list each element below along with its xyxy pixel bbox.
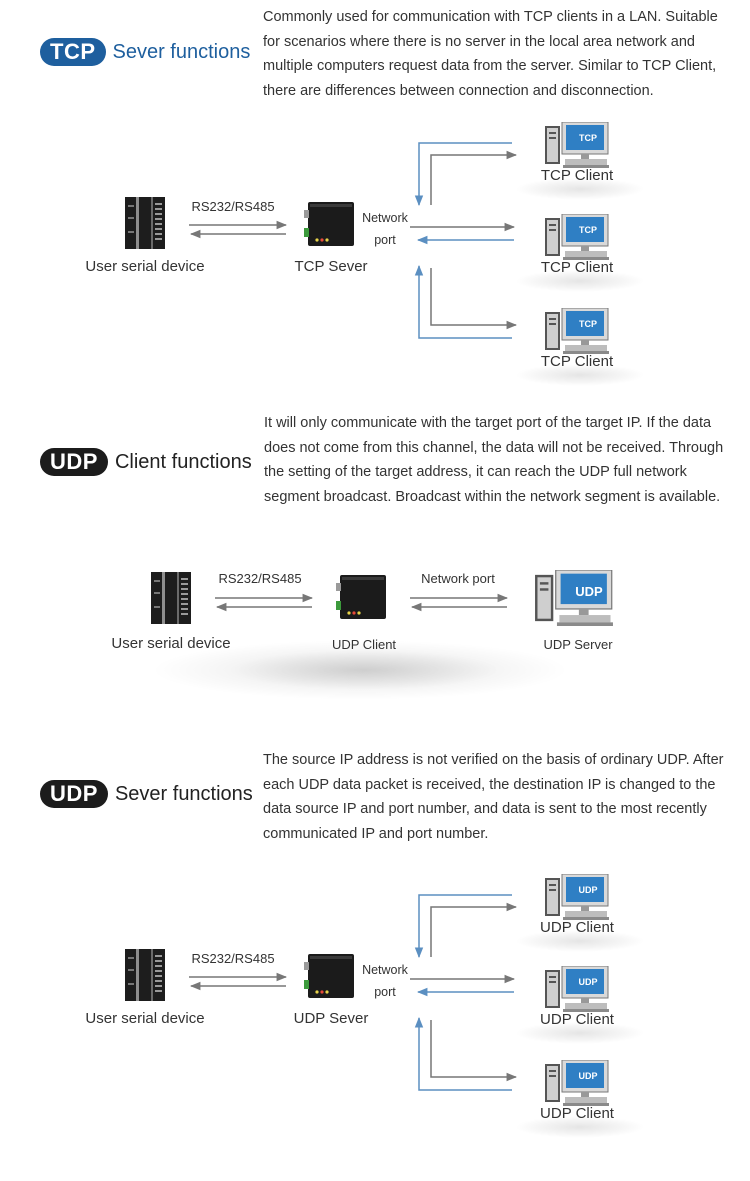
tcp-server-device-icon	[304, 202, 354, 246]
tcp-server-description: Commonly used for communication with TCP…	[263, 9, 718, 99]
client-screen-text: TCP	[579, 319, 597, 329]
computer-icon	[545, 308, 609, 354]
network-port-label-line1: Network	[362, 963, 408, 977]
udp-client-section: UDP Client functions It will only commun…	[0, 400, 750, 730]
server-screen-text: UDP	[575, 584, 603, 599]
tcp-client-label: TCP Client	[540, 167, 614, 184]
client-screen-text: TCP	[579, 225, 597, 235]
network-port-label-line2: port	[374, 233, 396, 247]
tcp-server-heading: TCP Sever functions	[40, 38, 250, 66]
send-arrow-top	[430, 150, 518, 205]
tcp-server-section: TCP Sever functions Commonly used for co…	[0, 0, 750, 400]
client-screen-text: UDP	[578, 885, 597, 895]
tcp-server-heading-text: Sever functions	[112, 40, 251, 63]
tcp-badge: TCP	[40, 38, 106, 66]
tcp-server-diagram: TCP TCP TCP	[125, 122, 609, 354]
return-arrow-top	[414, 894, 512, 959]
computer-icon	[545, 214, 609, 260]
return-arrow-top	[414, 142, 512, 207]
platform-shadow	[230, 650, 500, 690]
client-screen-text: TCP	[579, 133, 597, 143]
serial-device-label: User serial device	[85, 258, 205, 275]
serial-device-icon	[125, 197, 165, 249]
computer-icon	[545, 1060, 609, 1106]
client-shadow	[515, 178, 645, 200]
client-shadow	[515, 1116, 645, 1138]
link-label: RS232/RS485	[218, 571, 302, 586]
udp-server-section: UDP Sever functions The source IP addres…	[0, 748, 750, 1181]
udp-badge: UDP	[40, 448, 108, 476]
tcp-client-label: TCP Client	[540, 259, 614, 276]
udp-client-label: UDP Client	[540, 1011, 614, 1028]
network-port-label: Network port	[421, 571, 495, 586]
network-port-label-line1: Network	[362, 211, 408, 225]
send-arrow-bottom	[430, 1020, 518, 1082]
udp-server-label: UDP Server	[543, 637, 613, 652]
udp-client-label: UDP Client	[540, 919, 614, 936]
send-arrow-bottom	[430, 268, 518, 330]
client-shadow	[515, 1022, 645, 1044]
serial-device-icon	[125, 949, 165, 1001]
network-port-label-line2: port	[374, 985, 396, 999]
tcp-client-label: TCP Client	[540, 353, 614, 370]
client-screen-text: UDP	[578, 1071, 597, 1081]
network-port-label: Network port	[355, 207, 415, 251]
udp-server-heading-text: Sever functions	[114, 782, 253, 805]
link-label: RS232/RS485	[191, 951, 275, 966]
send-arrow-top	[430, 902, 518, 957]
computer-icon	[545, 966, 609, 1012]
client-shadow	[515, 270, 645, 292]
udp-client-diagram: UDP	[151, 570, 614, 626]
tcp-server-device-label: TCP Sever	[294, 258, 368, 275]
udp-server-heading: UDP Sever functions	[40, 780, 253, 808]
udp-server-device-label: UDP Sever	[293, 1010, 369, 1027]
udp-client-device-label: UDP Client	[331, 637, 397, 652]
udp-server-description: The source IP address is not verified on…	[263, 752, 724, 842]
udp-server-device-icon	[304, 954, 354, 998]
udp-client-heading-text: Client functions	[114, 450, 252, 473]
link-label: RS232/RS485	[191, 199, 275, 214]
udp-client-device-icon	[336, 575, 386, 619]
udp-badge: UDP	[40, 780, 108, 808]
client-shadow	[515, 364, 645, 386]
serial-device-label: User serial device	[111, 635, 231, 652]
platform-shadow	[150, 640, 570, 700]
udp-client-heading: UDP Client functions	[40, 448, 252, 476]
computer-icon	[545, 874, 609, 920]
return-arrow-bottom	[414, 1016, 512, 1091]
udp-client-description: It will only communicate with the target…	[264, 415, 724, 505]
computer-icon	[545, 122, 609, 168]
udp-server-diagram: UDP UDP UDP	[125, 874, 609, 1106]
serial-device-label: User serial device	[85, 1010, 205, 1027]
serial-device-icon	[151, 572, 191, 624]
udp-client-label: UDP Client	[540, 1105, 614, 1122]
client-screen-text: UDP	[578, 977, 597, 987]
client-shadow	[515, 930, 645, 952]
return-arrow-bottom	[414, 264, 512, 339]
network-port-label: Network port	[355, 959, 415, 1003]
